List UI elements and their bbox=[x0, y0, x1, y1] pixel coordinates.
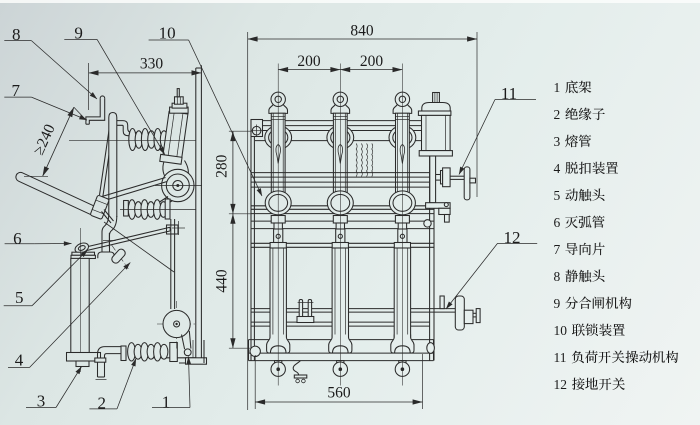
dim-mounting-width: 560 bbox=[327, 385, 351, 402]
callout-2: 2 bbox=[89, 358, 137, 413]
scan-edge-highlight bbox=[0, 0, 700, 3]
callout-11: 11 bbox=[458, 84, 536, 175]
callout-12: 12 bbox=[445, 228, 538, 310]
callout-11-number: 11 bbox=[501, 84, 517, 103]
fuse-tube-column bbox=[65, 228, 102, 372]
callout-7-number: 7 bbox=[11, 81, 20, 100]
dim-total-width: 840 bbox=[350, 23, 374, 40]
callout-1-number: 1 bbox=[162, 392, 171, 411]
callout-5: 5 bbox=[3, 249, 88, 307]
callout-2-number: 2 bbox=[98, 394, 107, 413]
callout-6: 6 bbox=[4, 229, 72, 248]
dim-side-depth: 330 bbox=[140, 56, 164, 73]
callout-4: 4 bbox=[8, 262, 131, 369]
switch-operating-mechanism bbox=[417, 91, 477, 228]
closing-mechanism-body bbox=[159, 88, 189, 165]
callout-7: 7 bbox=[4, 81, 88, 121]
arc-tube-post bbox=[108, 111, 118, 217]
side-view bbox=[15, 65, 208, 380]
callout-9: 9 bbox=[64, 24, 166, 155]
callout-8: 8 bbox=[4, 25, 98, 100]
earthing-switch-shaft-end bbox=[439, 295, 481, 331]
part-callouts: 1 2 3 4 5 6 7 8 9 10 11 12 bbox=[3, 24, 538, 413]
dim-pole-pitch-right: 200 bbox=[360, 53, 384, 70]
operating-handle bbox=[15, 171, 110, 220]
bottom-insulator bbox=[120, 341, 178, 363]
side-frame-plate bbox=[195, 65, 202, 363]
callout-5-number: 5 bbox=[15, 288, 24, 307]
callout-3: 3 bbox=[26, 366, 82, 410]
callout-3-number: 3 bbox=[37, 391, 46, 410]
callout-6-number: 6 bbox=[13, 229, 22, 248]
callout-1: 1 bbox=[152, 356, 192, 411]
callout-8-number: 8 bbox=[12, 25, 21, 44]
dim-pole-pitch-left: 200 bbox=[297, 53, 321, 70]
callout-12-number: 12 bbox=[504, 228, 521, 247]
callout-9-number: 9 bbox=[74, 24, 83, 43]
mechanism-wheel bbox=[155, 168, 202, 203]
front-view bbox=[247, 63, 481, 386]
guide-plate bbox=[85, 95, 106, 125]
callout-10-number: 10 bbox=[159, 24, 176, 43]
callout-4-number: 4 bbox=[15, 350, 24, 369]
dim-upper-height: 280 bbox=[214, 154, 231, 178]
dim-lower-height: 440 bbox=[214, 269, 231, 293]
callout-10: 10 bbox=[148, 24, 263, 197]
upper-insulator bbox=[128, 127, 169, 152]
